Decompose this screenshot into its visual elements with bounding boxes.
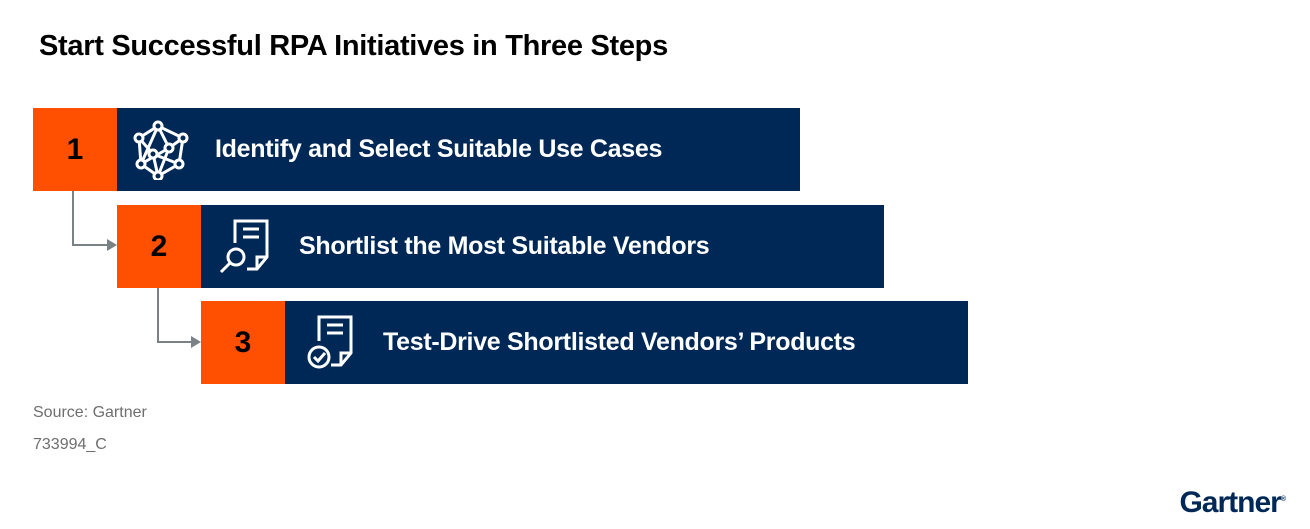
logo-text: Gartner xyxy=(1179,486,1281,519)
network-icon xyxy=(133,120,189,180)
document-id: 733994_C xyxy=(33,436,107,453)
step-3: 3 Test-Drive Shortlisted Vendors’ Produc… xyxy=(201,301,968,384)
step-label: Identify and Select Suitable Use Cases xyxy=(215,135,663,163)
step-number: 3 xyxy=(201,301,285,384)
step-number: 2 xyxy=(117,205,201,288)
step-number: 1 xyxy=(33,108,117,191)
step-bar: Shortlist the Most Suitable Vendors xyxy=(201,205,884,288)
page-title: Start Successful RPA Initiatives in Thre… xyxy=(39,30,668,62)
step-bar: Test-Drive Shortlisted Vendors’ Products xyxy=(285,301,968,384)
step-bar: Identify and Select Suitable Use Cases xyxy=(117,108,800,191)
step-1: 1 Identify and Select Suitable Use Cases xyxy=(33,108,800,191)
step-label: Test-Drive Shortlisted Vendors’ Products xyxy=(383,328,856,356)
source-note: Source: Gartner xyxy=(33,404,147,421)
step-2: 2 Shortlist the Most Suitable Vendors xyxy=(117,205,884,288)
step-label: Shortlist the Most Suitable Vendors xyxy=(299,232,710,260)
gartner-logo: Gartner® xyxy=(1179,486,1286,519)
document-search-icon xyxy=(219,219,269,273)
document-check-icon xyxy=(307,315,353,368)
